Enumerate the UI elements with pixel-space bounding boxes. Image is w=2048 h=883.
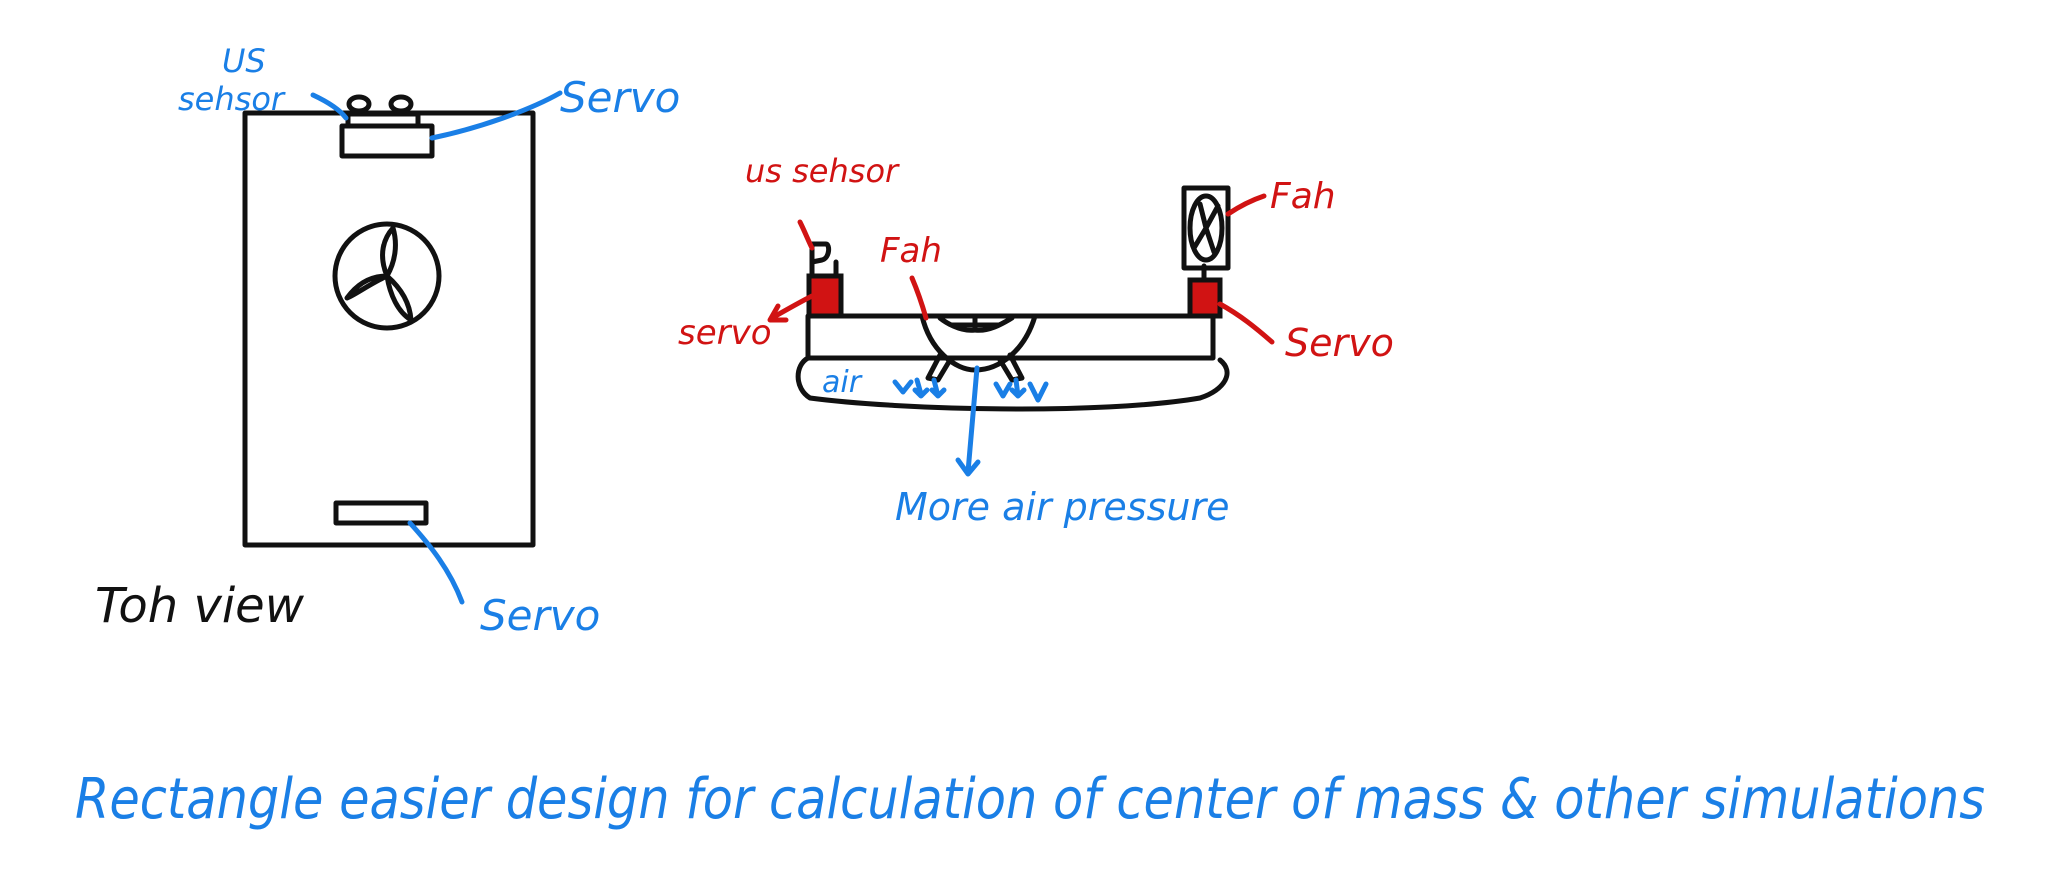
left-servo-block <box>806 273 844 319</box>
thrust-fan-blades <box>1191 201 1221 255</box>
servo-left-arrowhead <box>767 303 789 323</box>
air-arrows-left <box>892 377 947 399</box>
lift-fan-blades <box>937 313 1015 333</box>
top-servo-block <box>339 123 435 159</box>
thrust-fan-frame <box>1181 185 1231 271</box>
bottom-servo-block <box>333 500 429 526</box>
us-sensor-label-line1: US <box>222 42 266 80</box>
us-sensor-leader <box>310 92 349 121</box>
top-view-caption: Toh view <box>95 578 305 634</box>
us-sensor-eye-right <box>388 94 414 114</box>
us-sensor-mount <box>345 111 421 129</box>
top-fan-blades <box>344 225 414 323</box>
servo-left-leader <box>769 293 815 321</box>
us-sensor-eye-left <box>346 94 372 114</box>
top-view: US sehsor Servo Servo Toh view <box>95 42 680 640</box>
footer-note: Rectangle easier design for calculation … <box>75 767 1985 832</box>
us-sensor-label-line2: sehsor <box>178 80 286 118</box>
hovercraft-deck <box>805 313 1216 361</box>
right-servo-block <box>1187 277 1223 319</box>
air-label: air <box>822 365 863 400</box>
side-view: us sehsor Fah Fah servo Servo air More a… <box>678 152 1394 529</box>
bottom-servo-label: Servo <box>480 591 600 640</box>
pressure-label: More air pressure <box>895 485 1229 529</box>
top-fan-circle <box>332 221 442 331</box>
us-sensor-side-leader <box>797 219 815 251</box>
servo-right-leader <box>1217 301 1275 345</box>
left-us-sensor <box>809 241 832 265</box>
pressure-arrowhead <box>955 457 981 477</box>
hovercraft-skirt <box>795 355 1230 412</box>
us-sensor-side-label: us sehsor <box>745 152 900 190</box>
top-servo-label: Servo <box>560 73 680 122</box>
top-servo-leader <box>429 90 563 141</box>
air-arrows-right <box>993 377 1049 403</box>
pressure-leader <box>965 365 980 475</box>
thrust-fan-ring <box>1187 193 1225 263</box>
bottom-servo-leader <box>407 520 465 605</box>
servo-right-label: Servo <box>1285 321 1394 365</box>
servo-left-label: servo <box>678 313 772 353</box>
fan-center-leader <box>909 275 929 321</box>
fan-right-label: Fah <box>1270 176 1336 217</box>
fan-center-label: Fah <box>880 231 942 271</box>
fan-right-leader <box>1225 193 1267 217</box>
